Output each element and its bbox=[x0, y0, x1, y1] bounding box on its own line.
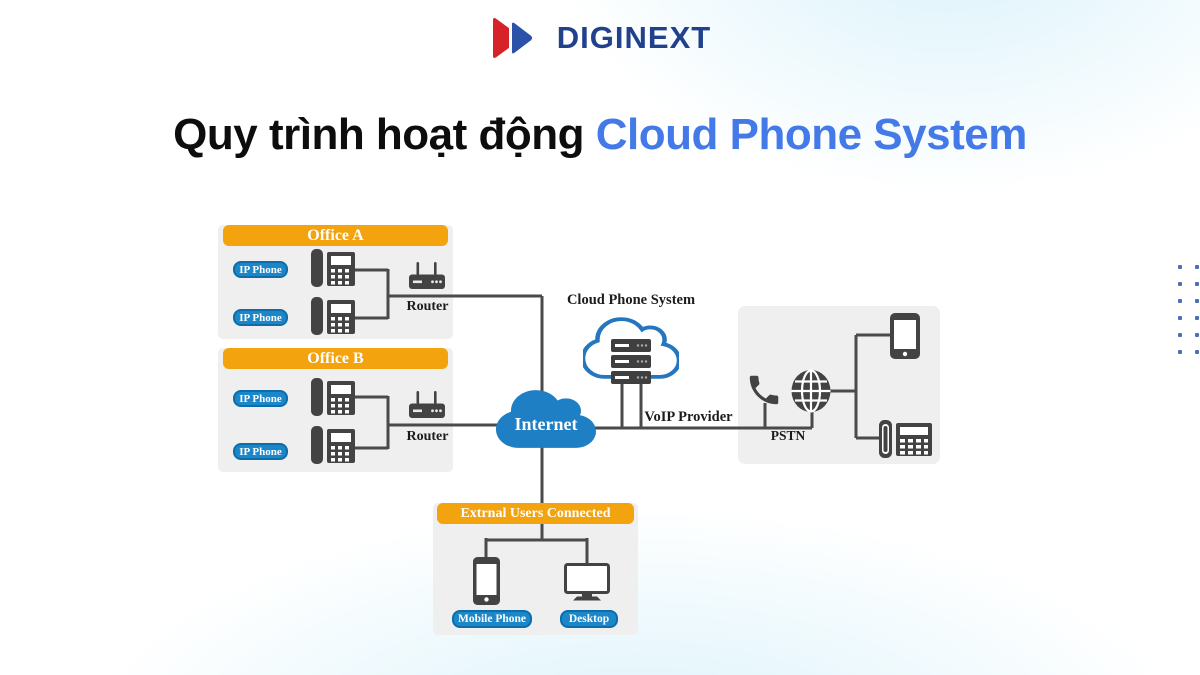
office-a-header: Office A bbox=[223, 225, 448, 246]
mobile-phone-icon bbox=[473, 557, 500, 605]
cloud-phone-system-label: Cloud Phone System bbox=[566, 292, 696, 308]
ip-phone-icon bbox=[309, 247, 357, 289]
voip-provider-label: VoIP Provider bbox=[644, 409, 733, 425]
external-users-header: Extrnal Users Connected bbox=[437, 503, 634, 524]
phone-handset-icon bbox=[745, 371, 783, 409]
office-b-ip-phone-badge-1: IP Phone bbox=[233, 390, 288, 407]
office-a-router-label: Router bbox=[406, 299, 449, 314]
globe-icon bbox=[790, 369, 832, 413]
router-icon bbox=[409, 391, 445, 422]
desktop-badge: Desktop bbox=[560, 610, 618, 628]
desktop-icon bbox=[564, 563, 610, 602]
server-icon bbox=[611, 339, 651, 385]
office-a-ip-phone-badge-2: IP Phone bbox=[233, 309, 288, 326]
office-b-router-label: Router bbox=[406, 429, 449, 444]
title-highlight: Cloud Phone System bbox=[595, 110, 1028, 159]
mobile-phone-badge: Mobile Phone bbox=[452, 610, 532, 628]
smartphone-icon bbox=[890, 313, 920, 359]
logo: DIGINEXT bbox=[0, 16, 1200, 60]
office-b-header: Office B bbox=[223, 348, 448, 369]
dot-grid-decoration bbox=[1178, 265, 1199, 354]
internet-cloud-icon bbox=[496, 386, 596, 452]
pstn-label: PSTN bbox=[770, 428, 806, 443]
office-a-ip-phone-badge-1: IP Phone bbox=[233, 261, 288, 278]
desk-phone-icon bbox=[877, 419, 933, 459]
ip-phone-icon bbox=[309, 295, 357, 337]
ip-phone-icon bbox=[309, 424, 357, 466]
internet-label: Internet bbox=[514, 414, 578, 434]
logo-play-icon bbox=[489, 16, 547, 60]
title-prefix: Quy trình hoạt động bbox=[173, 110, 596, 159]
office-b-ip-phone-badge-2: IP Phone bbox=[233, 443, 288, 460]
router-icon bbox=[409, 262, 445, 293]
page-title: Quy trình hoạt động Cloud Phone System bbox=[0, 110, 1200, 160]
ip-phone-icon bbox=[309, 376, 357, 418]
logo-brand-text: DIGINEXT bbox=[556, 20, 712, 55]
